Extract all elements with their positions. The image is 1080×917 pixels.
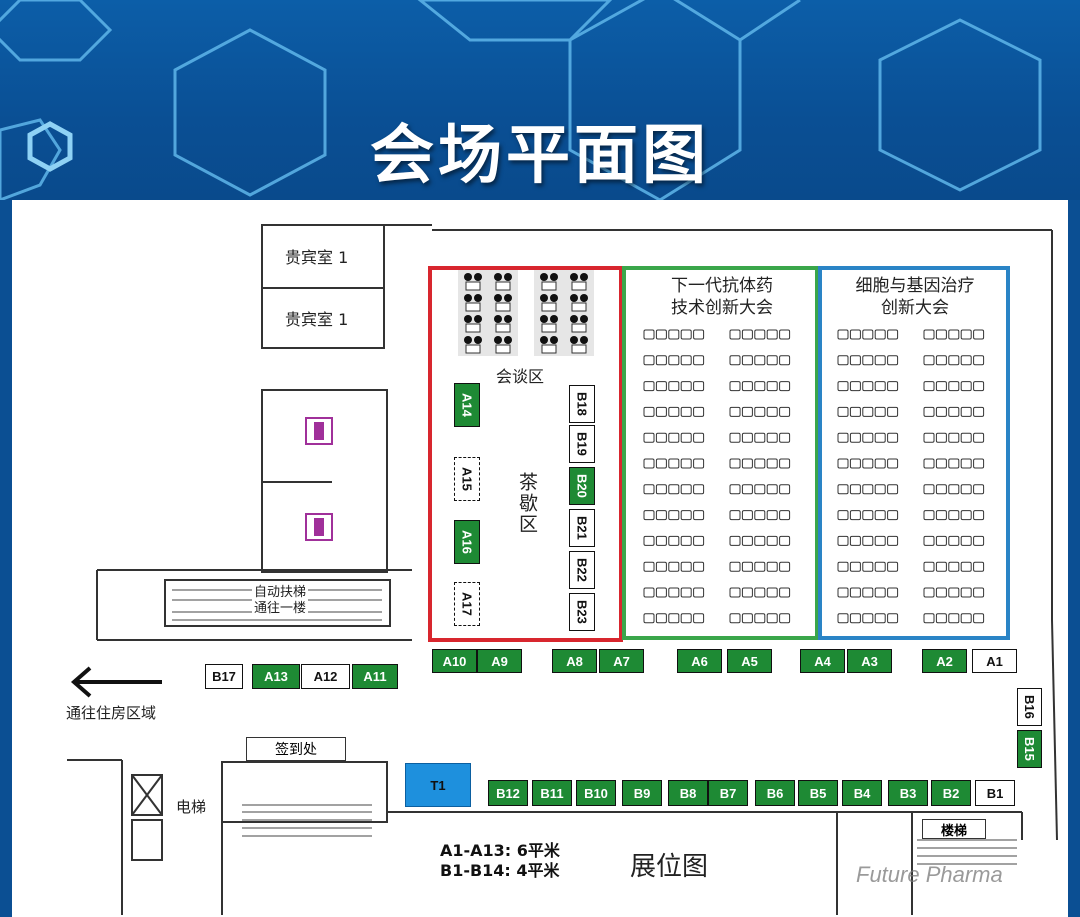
booth-b9[interactable]: B9 [622,780,662,806]
page-title: 会场平面图 [370,119,710,193]
booth-a11[interactable]: A11 [352,664,398,689]
booth-b15[interactable]: B15 [1017,730,1042,768]
booth-b12[interactable]: B12 [488,780,528,806]
cell-gene-conference-label: 细胞与基因治疗 创新大会 [855,276,975,318]
legend-line-b: B1-B14: 4平米 [440,861,560,880]
booth-a3[interactable]: A3 [847,649,892,673]
booth-b4[interactable]: B4 [842,780,882,806]
elevator-label: 电梯 [176,798,207,816]
hexagon-pattern-icon [0,0,1042,200]
escalator-label: 自动扶梯 通往一楼 [252,585,309,617]
booth-a6[interactable]: A6 [677,649,722,673]
booth-a9[interactable]: A9 [477,649,522,673]
booth-a16[interactable]: A16 [454,520,480,564]
booth-a15[interactable]: A15 [454,457,480,501]
booth-b18[interactable]: B18 [569,385,595,423]
booth-a1[interactable]: A1 [972,649,1017,673]
booth-b22[interactable]: B22 [569,551,595,589]
booth-b16[interactable]: B16 [1017,688,1042,726]
booth-b8[interactable]: B8 [668,780,708,806]
check-in-sign: 签到处 [246,737,346,761]
booth-b7[interactable]: B7 [708,780,748,806]
walls-drawing [67,224,1058,915]
booth-b17[interactable]: B17 [205,664,243,689]
booth-size-legend: A1-A13: 6平米 B1-B14: 4平米 [440,841,560,881]
booth-a13[interactable]: A13 [252,664,300,689]
watermark: Future Pharma [856,862,1003,887]
booth-a17[interactable]: A17 [454,582,480,626]
meeting-zone [428,266,623,642]
booth-b11[interactable]: B11 [532,780,572,806]
booth-a12[interactable]: A12 [301,664,350,689]
legend-line-a: A1-A13: 6平米 [440,841,560,860]
tea-break-label: 茶歇区 [516,472,538,535]
antibody-conference-label: 下一代抗体药 技术创新大会 [671,276,773,318]
meeting-area-label: 会谈区 [496,367,545,386]
booth-b2[interactable]: B2 [931,780,971,806]
booth-b20[interactable]: B20 [569,467,595,505]
booth-b6[interactable]: B6 [755,780,795,806]
booth-a8[interactable]: A8 [552,649,597,673]
booth-b1[interactable]: B1 [975,780,1015,806]
booth-t1[interactable]: T1 [405,763,471,807]
cell-gene-conference-zone [818,266,1010,640]
booth-b19[interactable]: B19 [569,425,595,463]
antibody-conference-zone [622,266,819,640]
booth-b10[interactable]: B10 [576,780,616,806]
vip-room-1-label: 贵宾室 1 [285,248,349,267]
booth-b21[interactable]: B21 [569,509,595,547]
header-banner: 会场平面图 [0,0,1080,200]
booth-a2[interactable]: A2 [922,649,967,673]
booth-a10[interactable]: A10 [432,649,477,673]
booth-b5[interactable]: B5 [798,780,838,806]
booth-b23[interactable]: B23 [569,593,595,631]
booth-a7[interactable]: A7 [599,649,644,673]
plan-name-label: 展位图 [630,852,709,882]
to-lodging-label: 通往住房区域 [66,704,157,722]
floor-plan: 下一代抗体药 技术创新大会 细胞与基因治疗 创新大会 贵宾室 1 贵宾室 1 会… [12,200,1068,917]
booth-a5[interactable]: A5 [727,649,772,673]
booth-a14[interactable]: A14 [454,383,480,427]
booth-a4[interactable]: A4 [800,649,845,673]
booth-b3[interactable]: B3 [888,780,928,806]
stairs-sign: 楼梯 [922,819,986,839]
vip-room-2-label: 贵宾室 1 [285,310,349,329]
